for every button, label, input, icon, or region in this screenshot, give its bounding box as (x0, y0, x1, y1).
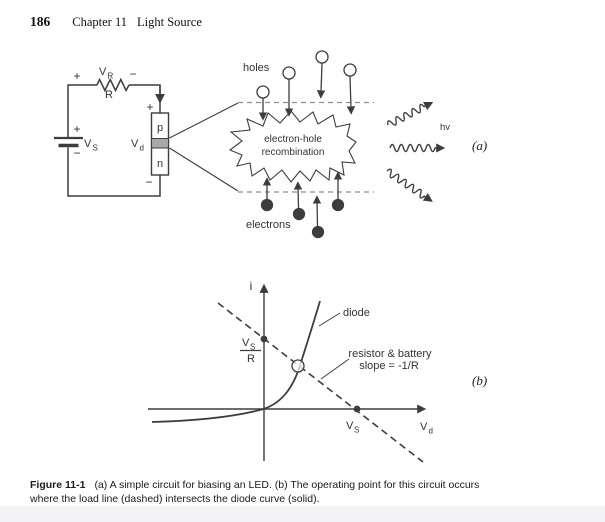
load-line-label-line1: resistor & battery (348, 348, 432, 360)
junction-callout-line-lower (169, 147, 239, 192)
photon-energy-label: hv (440, 122, 450, 133)
resistor-name-label: R (105, 89, 113, 101)
holes-group (256, 50, 357, 121)
electron-particle (292, 207, 306, 221)
diode-plus-sign: + (146, 100, 153, 114)
x-intercept-sub: S (354, 426, 359, 435)
figure-caption: Figure 11-1 (a) A simple circuit for bias… (30, 478, 590, 506)
x-intercept-dot (353, 405, 361, 413)
load-line-label-line2: slope = -1/R (359, 360, 419, 372)
hole-particle (343, 63, 357, 77)
hole-particle (256, 85, 270, 99)
battery-voltage-label: V (84, 138, 92, 150)
photon-emission (386, 101, 446, 202)
resistor-minus-sign: − (129, 67, 136, 81)
caption-text-2: where the load line (dashed) intersects … (30, 493, 320, 505)
voltage-axis-label: V (420, 421, 428, 433)
hole-particle (282, 66, 296, 80)
hole-arrow (346, 76, 356, 115)
diode-voltage-sub: d (140, 144, 144, 153)
panel-a-label: (a) (472, 138, 487, 153)
diode-voltage-label: V (131, 138, 139, 150)
caption-figure-label: Figure 11-1 (30, 479, 86, 491)
voltage-axis-sub: d (429, 427, 433, 436)
p-region-label: p (157, 122, 163, 134)
load-line-callout-line (320, 358, 350, 380)
battery-plus-sign: + (73, 122, 80, 136)
graph-labels: i V d diode resistor & battery slope = -… (242, 279, 433, 436)
photon-squiggle-arrow (387, 101, 434, 126)
electrons-group (260, 171, 345, 239)
y-intercept-dot (260, 335, 268, 343)
diode-minus-sign: − (145, 175, 152, 189)
diode-callout-line (318, 312, 341, 327)
page-number: 186 (30, 14, 51, 29)
battery-voltage-sub: S (93, 144, 98, 153)
electron-arrow (293, 181, 303, 209)
panel-b-label: (b) (472, 373, 487, 388)
current-axis-label: i (250, 279, 253, 293)
caption-line-1: Figure 11-1 (a) A simple circuit for bias… (30, 478, 590, 492)
y-intercept-numerator: V (242, 337, 250, 349)
hole-particle (315, 50, 329, 64)
electrons-label: electrons (246, 219, 291, 231)
photon-squiggle-arrow (389, 143, 446, 153)
section-title: Light Source (136, 15, 202, 29)
junction-callout-line-upper (169, 102, 239, 139)
resistor-symbol (96, 77, 130, 93)
page-header: 186 Chapter 11 Light Source (30, 14, 202, 30)
recombination-text-line1: electron-hole (264, 134, 322, 145)
circuit-labels: + V R − R + V d − p n + − V S (73, 66, 163, 189)
graph-axes (148, 283, 427, 461)
x-intercept-label: V (346, 420, 354, 432)
bias-circuit (54, 77, 165, 197)
caption-text-1: (a) A simple circuit for biasing an LED.… (94, 479, 480, 491)
caption-line-2: where the load line (dashed) intersects … (30, 492, 590, 506)
resistor-plus-sign: + (73, 69, 80, 83)
diode-curve (151, 300, 321, 423)
hole-arrow (316, 63, 326, 99)
diode-curve-label: diode (343, 307, 370, 319)
battery-minus-sign: − (73, 146, 80, 160)
resistor-voltage-label: V (99, 66, 107, 78)
junction-band (151, 138, 169, 149)
resistor-voltage-sub: R (108, 72, 114, 81)
led-diode (150, 112, 170, 176)
load-line (217, 302, 424, 463)
operating-point-circle (291, 359, 305, 373)
electron-particle (311, 225, 325, 239)
y-intercept-numerator-sub: S (250, 343, 255, 352)
holes-label: holes (243, 62, 270, 74)
electron-particle (260, 198, 274, 212)
recombination-text-line2: recombination (262, 147, 325, 158)
chapter-label: Chapter 11 (72, 15, 127, 29)
y-intercept-denominator: R (247, 353, 255, 365)
n-region-label: n (157, 158, 163, 170)
electron-arrow (312, 195, 322, 227)
electron-particle (331, 198, 345, 212)
photon-squiggle-arrow (386, 168, 433, 202)
page-bottom-strip (0, 506, 605, 522)
